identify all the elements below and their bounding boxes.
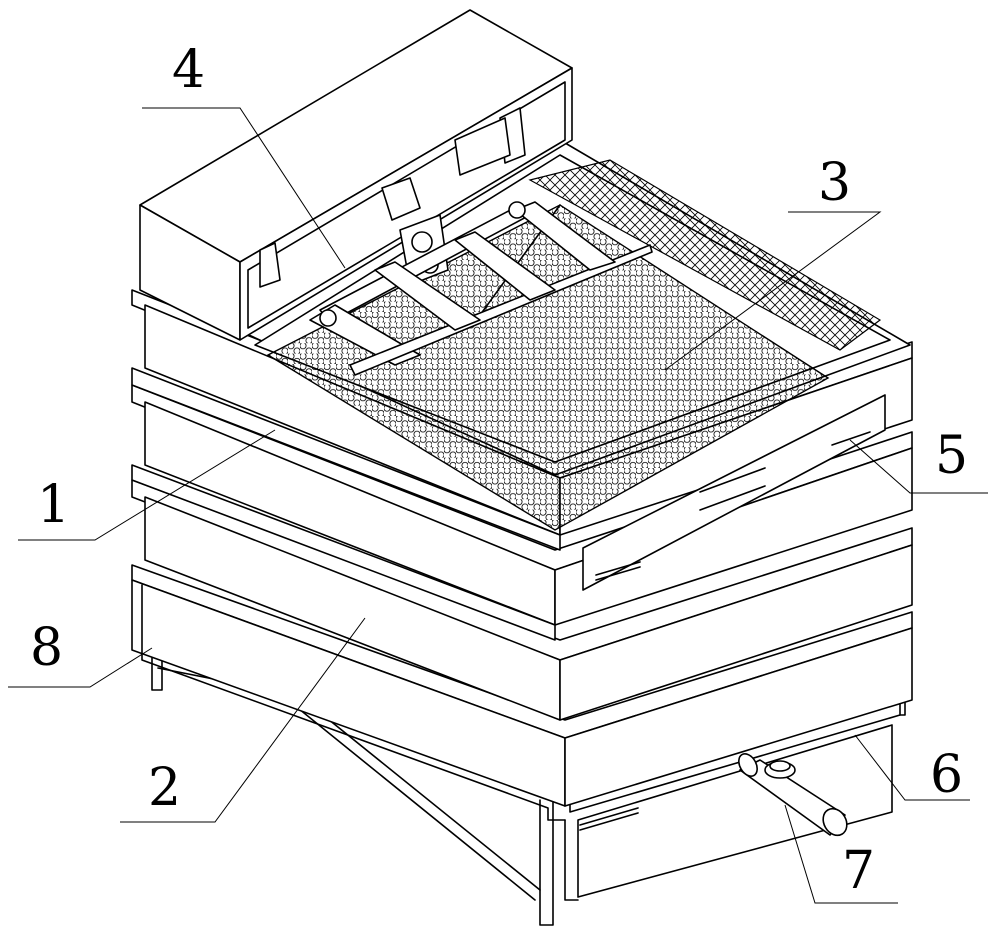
upper-tier xyxy=(131,384,913,641)
label-1: 1 xyxy=(37,475,70,535)
label-2: 2 xyxy=(148,758,181,818)
callout-labels: 1 2 3 4 5 6 7 8 xyxy=(30,40,968,901)
leader-lines xyxy=(8,107,988,904)
shaking-mechanism xyxy=(309,177,653,376)
outlet-pipe xyxy=(738,753,848,837)
label-7: 7 xyxy=(842,841,875,901)
handle-5 xyxy=(582,394,886,591)
base-tray xyxy=(131,564,913,821)
label-8: 8 xyxy=(30,618,63,678)
middle-tier xyxy=(131,479,913,721)
label-6: 6 xyxy=(930,745,963,805)
label-3: 3 xyxy=(818,153,851,213)
label-4: 4 xyxy=(172,40,205,100)
label-5: 5 xyxy=(935,426,968,486)
